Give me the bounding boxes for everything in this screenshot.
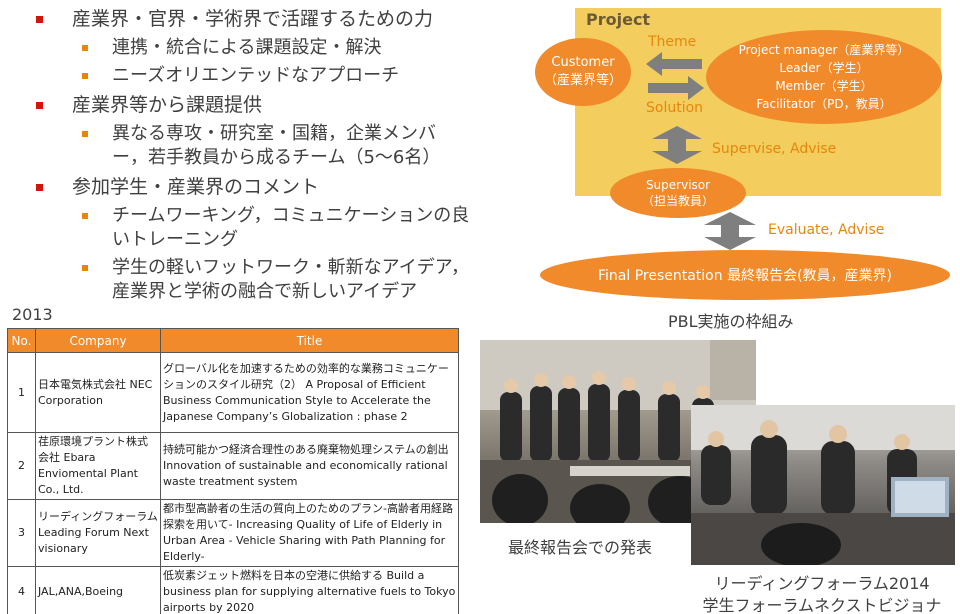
table-row: 2 荏原環境プラント株式会社 Ebara Enviomental Plant C… [7, 432, 459, 500]
table-row: 4 JAL,ANA,Boeing 低炭素ジェット燃料を日本の空港に供給する Bu… [7, 566, 459, 614]
evaluate-label: Evaluate, Advise [768, 222, 885, 238]
pbl-framework-diagram: Project Customer （産業界等） Theme Solution P… [530, 0, 960, 331]
diagram-caption: PBL実施の枠組み [668, 312, 794, 331]
photo-caption-1: 最終報告会での発表 [508, 538, 653, 557]
header-company: Company [35, 328, 161, 353]
bullet-3-sub-2-text: 学生の軽いフットワーク・斬新なアイデア，産業界と学術の融合で新しいアイデア [112, 257, 469, 302]
vertical-double-arrow-icon [652, 126, 702, 164]
team-line-4: Facilitator（PD，教員） [756, 97, 892, 111]
team-line-3: Member（学生） [775, 79, 873, 93]
row-company: リーディングフォーラム Leading Forum Next visionary [35, 499, 161, 567]
bullet-marker-icon [36, 184, 43, 191]
bullet-1: 産業界・官界・学術界で活躍するための力 [30, 6, 480, 32]
bullet-3-text: 参加学生・産業界のコメント [72, 176, 320, 198]
row-no: 2 [7, 432, 36, 500]
bullet-1-text: 産業界・官界・学術界で活躍するための力 [72, 8, 434, 30]
bullet-3-sub-1: チームワーキング，コミュニケーションの良いトレーニング [30, 204, 470, 252]
bullet-2-sub-1-text: 異なる専攻・研究室・国籍，企業メンバー，若手教員から成るチーム（5～6名） [112, 123, 441, 168]
customer-sublabel: （産業界等） [543, 73, 622, 88]
bullet-3-sub-1-text: チームワーキング，コミュニケーションの良いトレーニング [112, 205, 470, 250]
theme-label: Theme [648, 34, 697, 50]
row-title: 都市型高齢者の生活の質向上のためのプラン-高齢者用経路探索を用いて- Incre… [160, 499, 459, 567]
bullet-list: 産業界・官界・学術界で活躍するための力 連携・統合による課題設定・解決 ニーズオ… [30, 6, 480, 308]
sub-bullet-marker-icon [82, 45, 88, 51]
project-label: Project [586, 10, 651, 29]
sub-bullet-marker-icon [82, 131, 88, 137]
bullet-1-sub-2-text: ニーズオリエンテッドなアプローチ [112, 65, 400, 86]
table-year: 2013 [12, 305, 53, 324]
table-row: 3 リーディングフォーラム Leading Forum Next visiona… [7, 499, 459, 567]
customer-label: Customer [551, 55, 615, 70]
sub-bullet-marker-icon [82, 265, 88, 271]
table-row: 1 日本電気株式会社 NEC Corporation グローバル化を加速するため… [7, 352, 459, 433]
forum-photo [691, 405, 955, 565]
photo-caption-2: リーディングフォーラム2014 学生フォーラムネクストビジョナリー [702, 573, 942, 614]
header-title: Title [160, 328, 459, 353]
forum-photo-scene [691, 405, 955, 565]
team-line-2: Leader（学生） [779, 61, 869, 75]
sub-bullet-marker-icon [82, 73, 88, 79]
vertical-double-arrow-icon-2 [704, 212, 756, 250]
row-title: 持続可能かつ経済合理性のある廃棄物処理システムの創出 Innovation of… [160, 432, 459, 500]
supervisor-sublabel: （担当教員） [641, 194, 714, 208]
solution-label: Solution [646, 100, 704, 116]
row-no: 4 [7, 566, 36, 614]
row-title: グローバル化を加速するための効率的な業務コミュニケーションのスタイル研究（2） … [160, 352, 459, 433]
bullet-3: 参加学生・産業界のコメント [30, 174, 480, 200]
supervise-label: Supervise, Advise [712, 141, 837, 157]
customer-ellipse: Customer （産業界等） [535, 38, 631, 106]
bullet-1-sub-1: 連携・統合による課題設定・解決 [30, 36, 480, 60]
row-no: 3 [7, 499, 36, 567]
team-ellipse: Project manager（産業界等） Leader（学生） Member（… [706, 30, 942, 124]
row-company: 荏原環境プラント株式会社 Ebara Enviomental Plant Co.… [35, 432, 161, 500]
row-company: 日本電気株式会社 NEC Corporation [35, 352, 161, 433]
photo-caption-2-line-2: 学生フォーラムネクストビジョナリー [702, 596, 942, 614]
photo-caption-2-line-1: リーディングフォーラム2014 [714, 574, 930, 593]
bullet-1-sub-1-text: 連携・統合による課題設定・解決 [112, 37, 382, 58]
supervisor-label: Supervisor [645, 178, 711, 192]
bullet-marker-icon [36, 16, 43, 23]
bullet-3-sub-2: 学生の軽いフットワーク・斬新なアイデア，産業界と学術の融合で新しいアイデア [30, 256, 470, 304]
bullet-2-sub-1: 異なる専攻・研究室・国籍，企業メンバー，若手教員から成るチーム（5～6名） [30, 122, 470, 170]
bullet-2-text: 産業界等から課題提供 [72, 94, 263, 116]
team-line-1: Project manager（産業界等） [738, 43, 910, 57]
project-table: No. Company Title 1 日本電気株式会社 NEC Corpora… [7, 328, 459, 614]
row-no: 1 [7, 352, 36, 433]
supervisor-ellipse: Supervisor （担当教員） [610, 168, 746, 218]
bullet-2: 産業界等から課題提供 [30, 92, 480, 118]
bullet-1-sub-2: ニーズオリエンテッドなアプローチ [30, 64, 480, 88]
final-presentation-ellipse: Final Presentation 最終報告会(教員，産業界) [540, 250, 950, 300]
row-title: 低炭素ジェット燃料を日本の空港に供給する Build a business pl… [160, 566, 459, 614]
row-company: JAL,ANA,Boeing [35, 566, 161, 614]
table-header-row: No. Company Title [7, 328, 459, 353]
header-no: No. [7, 328, 36, 353]
bullet-marker-icon [36, 102, 43, 109]
final-presentation-label: Final Presentation 最終報告会(教員，産業界) [597, 268, 892, 284]
exchange-arrows-icon [646, 52, 704, 100]
sub-bullet-marker-icon [82, 213, 88, 219]
